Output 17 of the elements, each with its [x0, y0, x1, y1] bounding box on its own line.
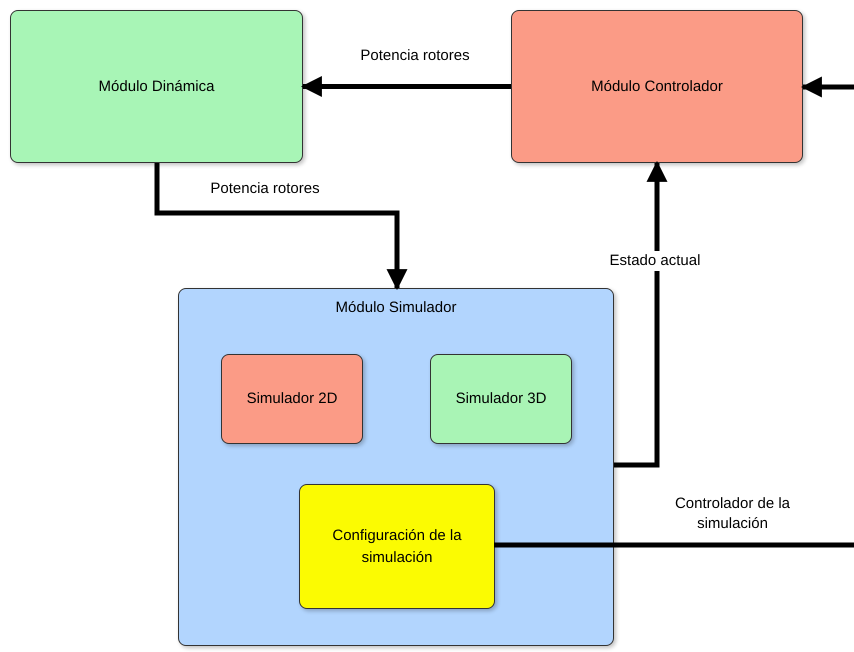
module-box	[511, 10, 803, 163]
node-label: Módulo Controlador	[591, 76, 723, 97]
submodule-box	[299, 484, 495, 609]
module-container	[178, 288, 614, 646]
submodule-box	[430, 354, 572, 444]
node-label: Módulo Dinámica	[98, 76, 214, 97]
arrow	[800, 76, 854, 98]
node-label: Simulador 3D	[456, 389, 546, 410]
node-label: Simulador 2D	[246, 389, 338, 410]
edge-label: Estado actual	[608, 251, 702, 270]
node-label: Módulo Simulador	[336, 298, 456, 318]
module-box	[10, 10, 303, 163]
node-label: Configuración de la simulación	[331, 526, 463, 568]
arrow	[614, 160, 668, 468]
arrow	[154, 163, 408, 290]
submodule-box	[221, 354, 363, 444]
arrow	[300, 76, 511, 97]
